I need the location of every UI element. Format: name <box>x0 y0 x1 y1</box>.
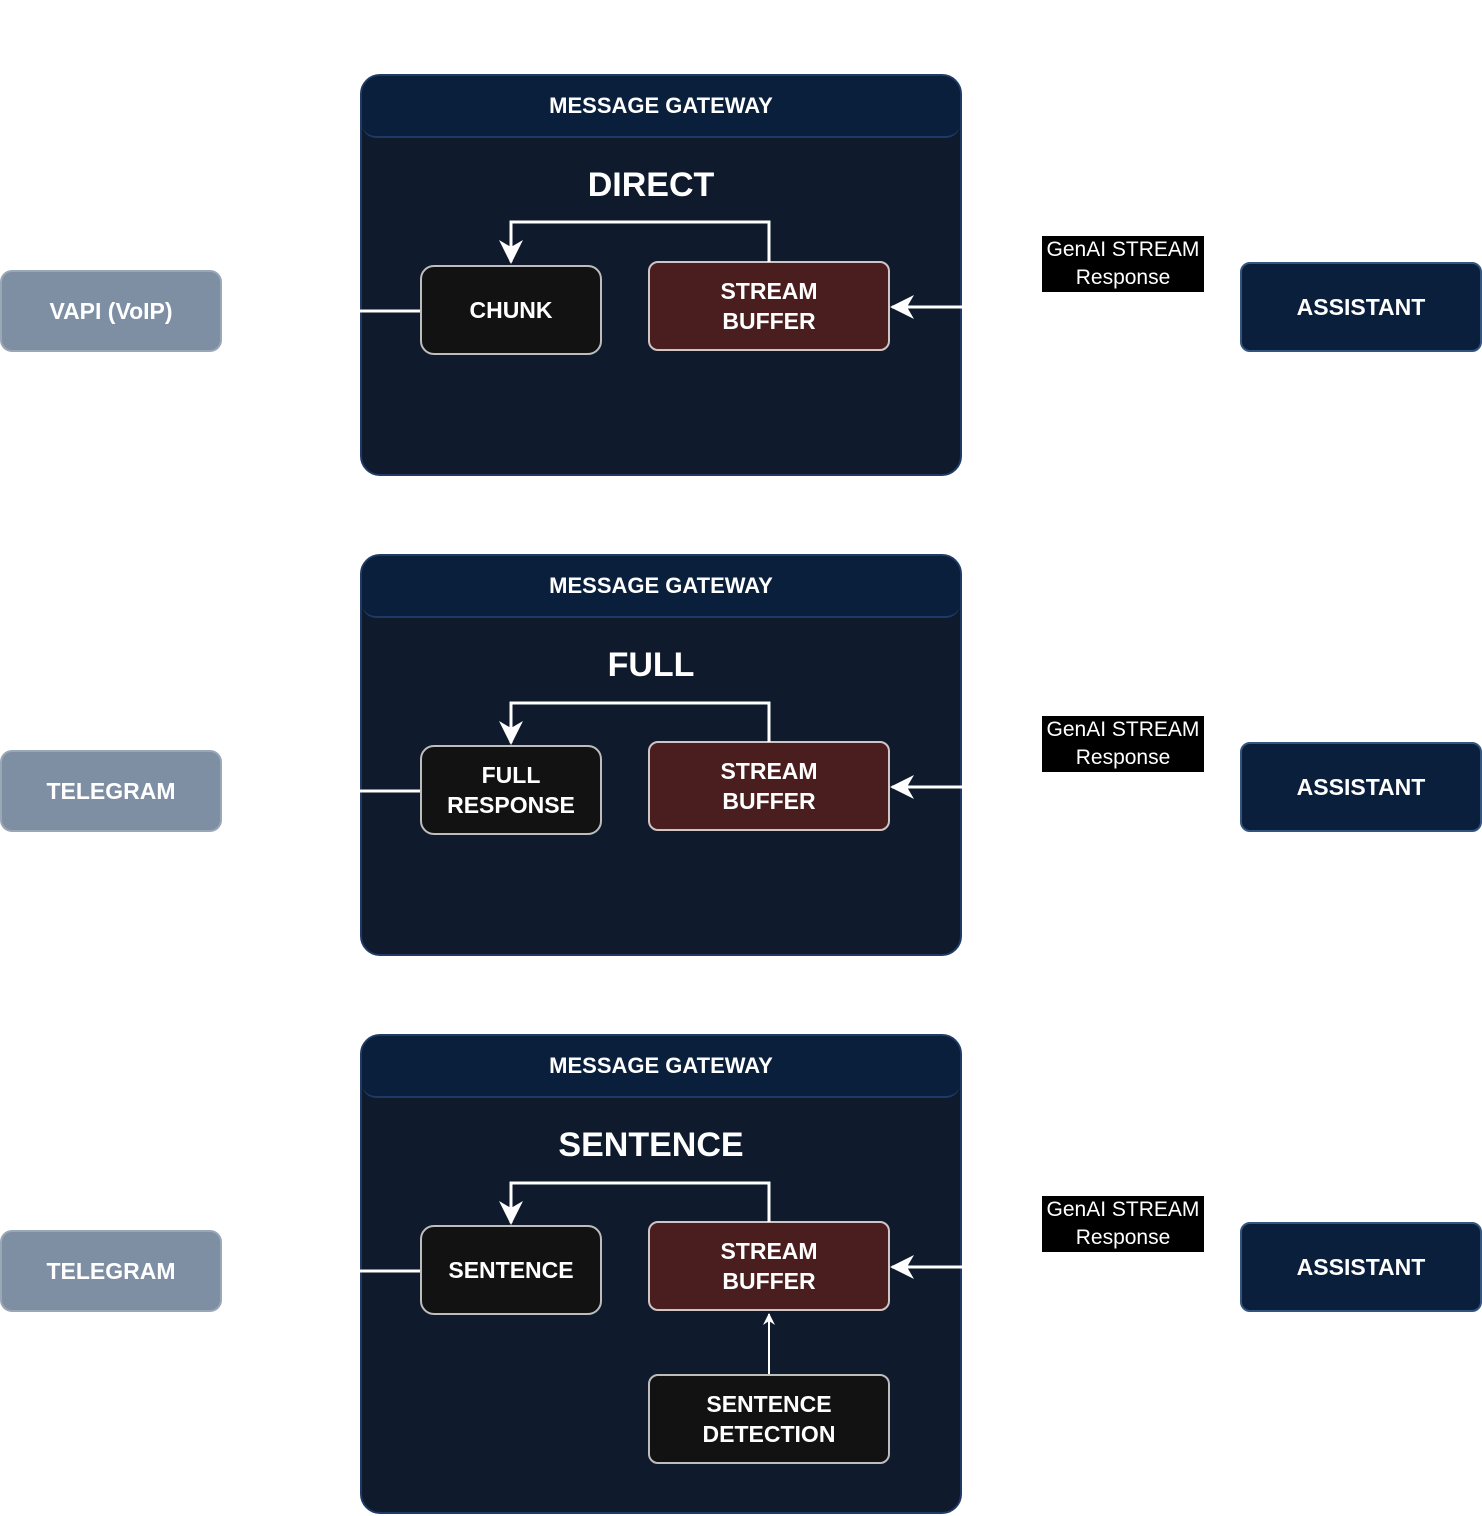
row-direct: MESSAGE GATEWAY DIRECT VAPI (VoIP) CHUNK… <box>0 74 1482 484</box>
assistant-node[interactable]: ASSISTANT <box>1240 262 1482 352</box>
stream-label: GenAI STREAM Response <box>1042 236 1204 292</box>
stream-buffer-node[interactable]: STREAM BUFFER <box>648 741 890 831</box>
gateway-title: MESSAGE GATEWAY <box>362 556 960 618</box>
stream-buffer-node[interactable]: STREAM BUFFER <box>648 261 890 351</box>
gateway-title: MESSAGE GATEWAY <box>362 76 960 138</box>
row-full: MESSAGE GATEWAY FULL TELEGRAM FULL RESPO… <box>0 554 1482 964</box>
row-sentence: MESSAGE GATEWAY SENTENCE TELEGRAM SENTEN… <box>0 1034 1482 1516</box>
client-node[interactable]: VAPI (VoIP) <box>0 270 222 352</box>
sentence-detection-node[interactable]: SENTENCE DETECTION <box>648 1374 890 1464</box>
stream-buffer-node[interactable]: STREAM BUFFER <box>648 1221 890 1311</box>
output-node[interactable]: SENTENCE <box>420 1225 602 1315</box>
output-node[interactable]: CHUNK <box>420 265 602 355</box>
gateway-title: MESSAGE GATEWAY <box>362 1036 960 1098</box>
output-node[interactable]: FULL RESPONSE <box>420 745 602 835</box>
assistant-node[interactable]: ASSISTANT <box>1240 1222 1482 1312</box>
mode-title: DIRECT <box>587 166 715 204</box>
mode-title: SENTENCE <box>558 1126 744 1164</box>
stream-label: GenAI STREAM Response <box>1042 1196 1204 1252</box>
mode-title: FULL <box>607 646 695 684</box>
client-node[interactable]: TELEGRAM <box>0 750 222 832</box>
client-node[interactable]: TELEGRAM <box>0 1230 222 1312</box>
stream-label: GenAI STREAM Response <box>1042 716 1204 772</box>
assistant-node[interactable]: ASSISTANT <box>1240 742 1482 832</box>
